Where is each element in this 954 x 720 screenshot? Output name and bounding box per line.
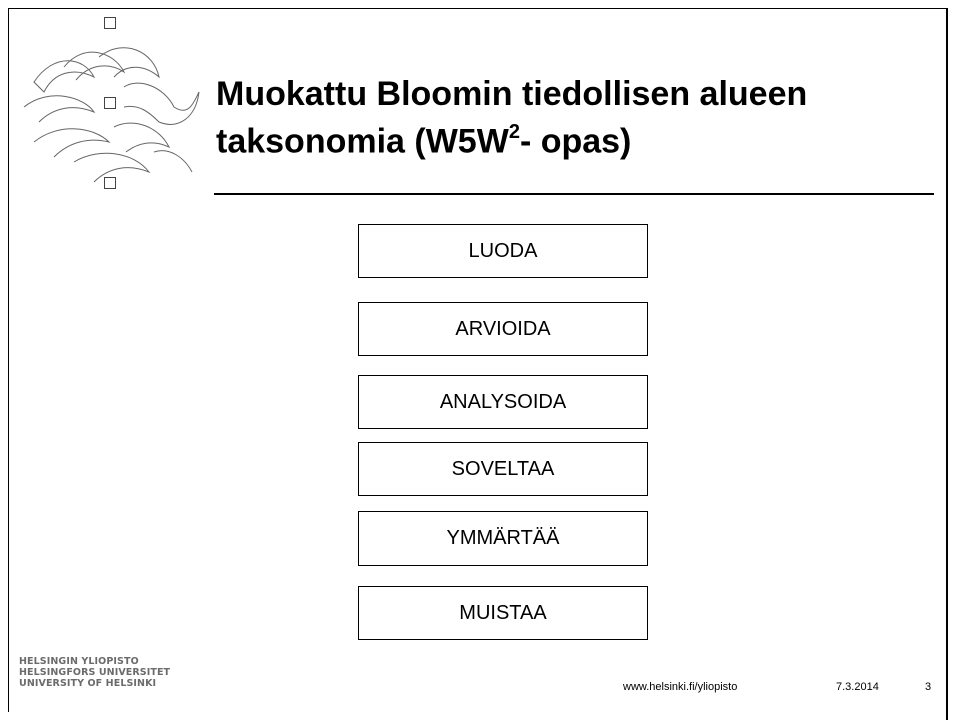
level-box-evaluate: ARVIOIDA: [358, 302, 648, 356]
flame-logo-icon: [23, 47, 200, 183]
level-box-create: LUODA: [358, 224, 648, 278]
university-name-fi: HELSINGIN YLIOPISTO: [19, 656, 139, 667]
bullet-box-1: [104, 17, 116, 29]
bullet-box-2: [104, 97, 116, 109]
level-box-apply: SOVELTAA: [358, 442, 648, 496]
footer-page-number: 3: [925, 681, 932, 693]
title-line-1: Muokattu Bloomin tiedollisen alueen: [216, 75, 808, 113]
slide-frame: [8, 8, 946, 712]
title-divider: [214, 193, 934, 195]
university-logo-text: HELSINGIN YLIOPISTO HELSINGFORS UNIVERSI…: [19, 656, 170, 689]
slide-title: Muokattu Bloomin tiedollisen alueen taks…: [216, 74, 916, 161]
level-box-understand: YMMÄRTÄÄ: [358, 511, 648, 566]
level-box-remember: MUISTAA: [358, 586, 648, 640]
footer-url: www.helsinki.fi/yliopisto: [623, 681, 738, 693]
title-superscript: 2: [508, 121, 520, 143]
university-name-sv: HELSINGFORS UNIVERSITET: [19, 667, 171, 678]
slide-edge: [946, 8, 948, 720]
level-box-analyze: ANALYSOIDA: [358, 375, 648, 429]
title-line-2-pre: taksonomia (W5W: [216, 122, 509, 161]
university-name-en: UNIVERSITY OF HELSINKI: [19, 678, 157, 689]
title-line-2-post: - opas): [519, 122, 632, 161]
title-line-2: taksonomia (W5W2- opas): [216, 114, 916, 161]
footer-date: 7.3.2014: [836, 681, 879, 693]
bullet-box-3: [104, 177, 116, 189]
